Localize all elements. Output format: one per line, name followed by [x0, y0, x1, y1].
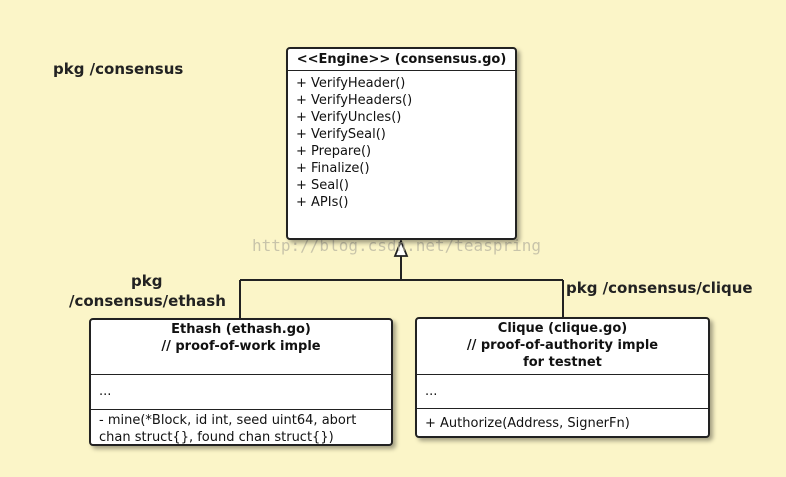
- clique-fields: ...: [417, 375, 708, 408]
- ethash-fields: ...: [91, 375, 391, 409]
- ethash-fields-placeholder: ...: [99, 384, 112, 399]
- clique-title-comment-2: for testnet: [523, 355, 602, 370]
- generalization-arrowhead: [393, 238, 409, 257]
- clique-fields-placeholder: ...: [425, 384, 438, 399]
- package-label-consensus: pkg /consensus: [53, 60, 184, 78]
- engine-method: + Seal(): [296, 178, 349, 193]
- engine-method: + Prepare(): [296, 144, 372, 159]
- engine-method: + VerifyHeaders(): [296, 93, 413, 108]
- engine-method: + Finalize(): [296, 161, 370, 176]
- ethash-class-box: Ethash (ethash.go) // proof-of-work impl…: [89, 318, 393, 446]
- ethash-method-line1: - mine(*Block, id int, seed uint64, abor…: [99, 413, 357, 428]
- ethash-method-line2: chan struct{}, found chan struct{}): [99, 430, 334, 445]
- ethash-title-comment: // proof-of-work imple: [161, 339, 321, 354]
- engine-method: + VerifyUncles(): [296, 110, 402, 125]
- clique-title-comment: // proof-of-authority imple: [466, 338, 659, 353]
- engine-method: + VerifySeal(): [296, 127, 386, 142]
- engine-title: <<Engine>> (consensus.go): [288, 49, 515, 71]
- engine-methods: + VerifyHeader() + VerifyHeaders() + Ver…: [288, 71, 515, 214]
- engine-interface-box: <<Engine>> (consensus.go) + VerifyHeader…: [286, 47, 517, 240]
- package-label-ethash-line2: /consensus/ethash: [69, 292, 226, 310]
- package-label-clique: pkg /consensus/clique: [566, 279, 753, 297]
- ethash-title: Ethash (ethash.go) // proof-of-work impl…: [91, 320, 391, 375]
- clique-methods: + Authorize(Address, SignerFn): [417, 408, 708, 435]
- engine-method: + APIs(): [296, 195, 349, 210]
- clique-method: + Authorize(Address, SignerFn): [425, 416, 630, 431]
- clique-title: Clique (clique.go) // proof-of-authority…: [417, 319, 708, 375]
- clique-class-box: Clique (clique.go) // proof-of-authority…: [415, 317, 710, 438]
- watermark: http://blog.csdn.net/teaspring: [252, 236, 541, 255]
- ethash-title-name: Ethash (ethash.go): [171, 322, 311, 337]
- engine-method: + VerifyHeader(): [296, 76, 406, 91]
- ethash-methods: - mine(*Block, id int, seed uint64, abor…: [91, 409, 391, 449]
- clique-title-name: Clique (clique.go): [497, 321, 628, 336]
- package-label-ethash-line1: pkg: [131, 272, 163, 290]
